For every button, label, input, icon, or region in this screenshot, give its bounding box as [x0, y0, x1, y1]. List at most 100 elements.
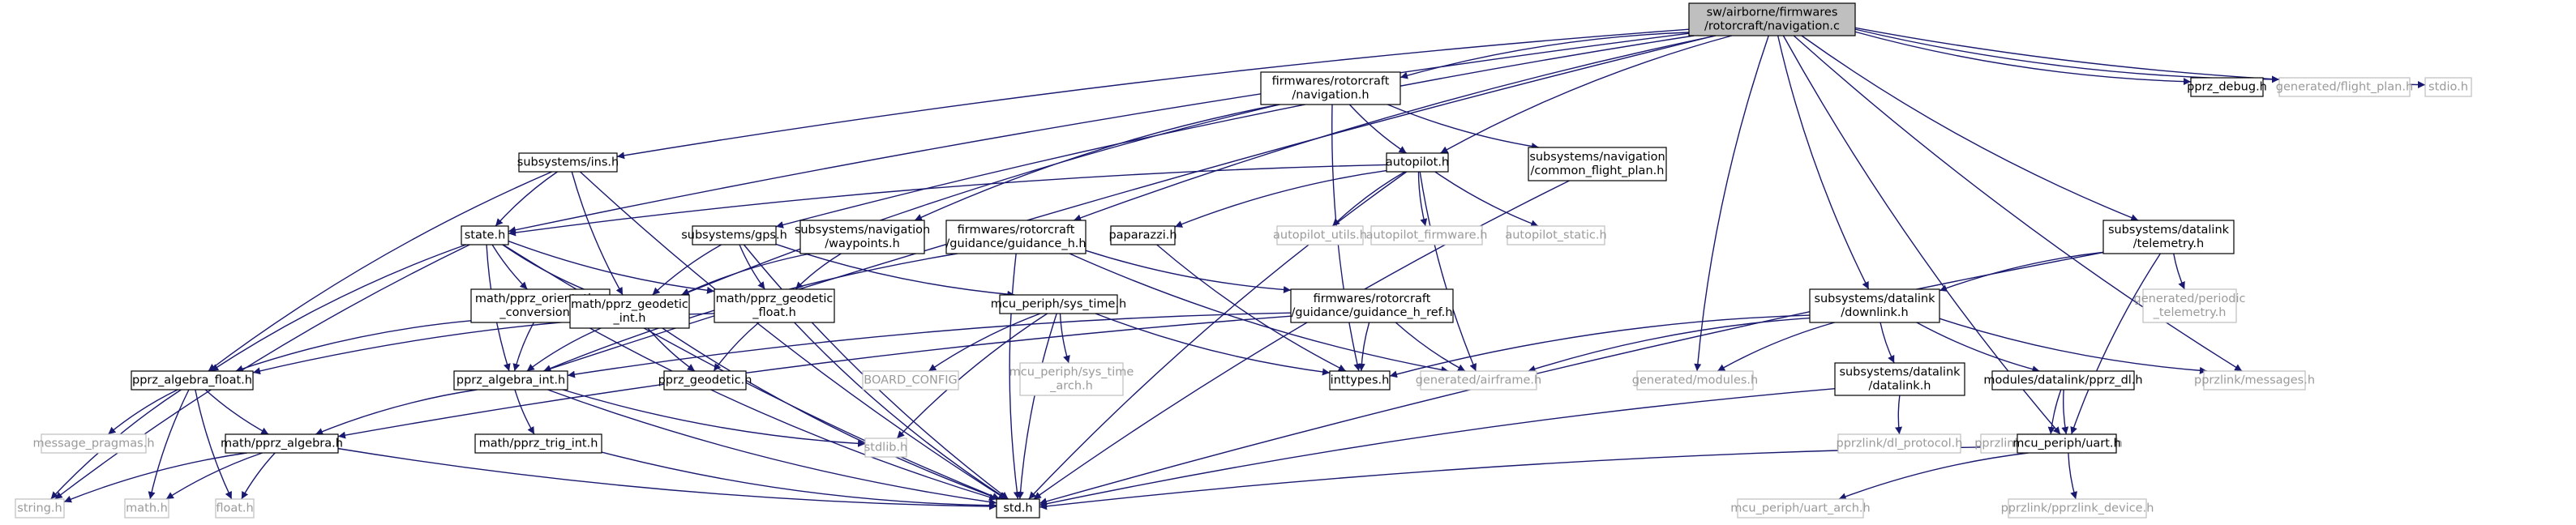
node-guidance_h_ref[interactable]: firmwares/rotorcraft/guidance/guidance_h…	[1290, 288, 1454, 323]
edge-pprz_dl-to-uart	[2061, 389, 2069, 435]
node-box	[663, 370, 747, 391]
edge-autopilot-to-ap_static	[1434, 171, 1539, 227]
node-box	[1837, 433, 1961, 454]
node-box	[1329, 370, 1391, 391]
node-inttypes[interactable]: inttypes.h	[1329, 370, 1391, 391]
node-sys_time[interactable]: mcu_periph/sys_time.h	[991, 294, 1126, 314]
edge-orient-to-alg_float	[235, 320, 472, 373]
edge-sys_time-to-stdlib	[896, 313, 1048, 439]
node-alg[interactable]: math/pprz_algebra.h	[221, 433, 343, 454]
node-paparazzi[interactable]: paparazzi.h	[1108, 225, 1177, 245]
node-ap_fw[interactable]: autopilot_firmware.h	[1366, 225, 1488, 245]
node-label: /telemetry.h	[2133, 237, 2204, 250]
edge-downlink-to-pprz_dl	[1916, 322, 2040, 373]
node-guidance_h[interactable]: firmwares/rotorcraft/guidance/guidance_h…	[945, 220, 1087, 254]
node-common_fp[interactable]: subsystems/navigation/common_flight_plan…	[1528, 147, 1667, 181]
node-msg_pragmas[interactable]: message_pragmas.h	[32, 433, 155, 454]
node-label: pprzlink/messages.h	[2194, 374, 2315, 387]
node-ap_utils[interactable]: autopilot_utils.h	[1273, 225, 1367, 245]
node-box	[2190, 77, 2264, 97]
edge-root-to-telemetry	[1801, 35, 2139, 221]
edge-guidance_h-to-std	[1009, 253, 1021, 500]
node-label: mcu_periph/sys_time	[1009, 366, 1134, 379]
edge-alg_float-to-float	[195, 389, 233, 500]
node-periodic_tel[interactable]: generated/periodic_telemetry.h	[2134, 288, 2246, 323]
node-waypoints[interactable]: subsystems/navigation/waypoints.h	[795, 220, 930, 254]
node-flight_plan[interactable]: generated/flight_plan.h	[2276, 77, 2413, 97]
node-label: state.h	[465, 229, 506, 242]
edge-orient-to-alg_int	[512, 322, 534, 372]
node-math[interactable]: math.h	[124, 498, 169, 519]
node-geodetic[interactable]: pprz_geodetic.h	[658, 370, 752, 391]
node-label: pprz_algebra_int.h	[456, 374, 565, 387]
node-label: mcu_periph/uart_arch.h	[1730, 502, 1870, 515]
node-std[interactable]: std.h	[996, 498, 1040, 519]
node-ap_static[interactable]: autopilot_static.h	[1505, 225, 1607, 245]
edge-autopilot-to-ap_utils	[1331, 171, 1406, 227]
node-stdio[interactable]: stdio.h	[2424, 77, 2472, 97]
node-state[interactable]: state.h	[461, 225, 509, 245]
node-label: /datalink.h	[1869, 380, 1931, 393]
edge-ins-to-state	[495, 171, 558, 227]
edge-downlink-to-messages	[1939, 318, 2207, 374]
node-stdlib[interactable]: stdlib.h	[864, 438, 908, 458]
node-messages[interactable]: pprzlink/messages.h	[2194, 370, 2315, 391]
node-root[interactable]: sw/airborne/firmwares/rotorcraft/navigat…	[1688, 2, 1856, 36]
node-sys_time_arch[interactable]: mcu_periph/sys_time_arch.h	[1009, 362, 1134, 396]
edge-ins-to-geo_int	[571, 171, 624, 296]
node-trig[interactable]: math/pprz_trig_int.h	[474, 433, 602, 454]
node-box	[2008, 498, 2147, 519]
node-box	[864, 438, 907, 458]
edge-downlink-to-modules	[1717, 322, 1835, 372]
node-telemetry[interactable]: subsystems/datalink/telemetry.h	[2102, 220, 2235, 254]
node-label: math/pprz_trig_int.h	[479, 438, 598, 450]
node-dl_protocol[interactable]: pprzlink/dl_protocol.h	[1837, 433, 1963, 454]
node-board_cfg[interactable]: BOARD_CONFIG	[862, 370, 959, 391]
node-modules[interactable]: generated/modules.h	[1632, 370, 1758, 391]
edge-dl_datalink-to-dl_protocol	[1895, 395, 1903, 435]
node-pprz_dl[interactable]: modules/datalink/pprz_dl.h	[1983, 370, 2143, 391]
node-dl_datalink[interactable]: subsystems/datalink/datalink.h	[1834, 362, 1965, 396]
node-box	[1737, 498, 1864, 519]
node-box	[453, 370, 568, 391]
node-uart_arch[interactable]: mcu_periph/uart_arch.h	[1730, 498, 1871, 519]
node-box	[518, 152, 618, 173]
edge-sys_time-to-std	[1016, 313, 1057, 500]
node-label: /navigation.h	[1292, 89, 1369, 102]
edge-root-to-autopilot	[1440, 35, 1733, 154]
node-box	[945, 220, 1087, 254]
node-label: pprzlink/pprzlink_device.h	[2001, 502, 2154, 515]
node-uart[interactable]: mcu_periph/uart.h	[2012, 433, 2121, 454]
node-box	[461, 225, 509, 245]
edge-ins-to-std	[579, 171, 1006, 500]
node-label: autopilot_firmware.h	[1366, 229, 1488, 242]
edge-guidance_h_ref-to-alg	[337, 315, 1292, 439]
node-autopilot[interactable]: autopilot.h	[1386, 152, 1449, 173]
edge-alg_int-to-stdlib	[562, 389, 866, 447]
node-downlink[interactable]: subsystems/datalink/downlink.h	[1809, 288, 1940, 323]
node-box	[692, 225, 777, 245]
edge-downlink-to-dl_datalink	[1879, 322, 1895, 364]
node-string[interactable]: string.h	[15, 498, 65, 519]
node-pprzlink_device[interactable]: pprzlink/pprzlink_device.h	[2001, 498, 2154, 519]
node-geo_float[interactable]: math/pprz_geodetic_float.h	[714, 288, 835, 323]
edge-nav_h-to-autopilot	[1348, 104, 1407, 154]
node-pprz_debug[interactable]: pprz_debug.h	[2187, 77, 2267, 97]
node-ins[interactable]: subsystems/ins.h	[517, 152, 619, 173]
edge-telemetry-to-std	[1039, 251, 2104, 506]
node-geo_int[interactable]: math/pprz_geodetic_int.h	[569, 294, 690, 329]
node-float[interactable]: float.h	[215, 498, 255, 519]
node-nav_h[interactable]: firmwares/rotorcraft/navigation.h	[1260, 71, 1401, 105]
node-box	[41, 433, 147, 454]
node-airframe[interactable]: generated/airframe.h	[1416, 370, 1541, 391]
node-gps[interactable]: subsystems/gps.h	[681, 225, 787, 245]
node-alg_float[interactable]: pprz_algebra_float.h	[131, 370, 254, 391]
node-label: message_pragmas.h	[32, 438, 154, 450]
edge-downlink-to-airframe	[1528, 317, 1811, 373]
node-label: paparazzi.h	[1108, 229, 1177, 242]
node-box	[1636, 370, 1754, 391]
node-alg_int[interactable]: pprz_algebra_int.h	[453, 370, 568, 391]
nodes-layer: sw/airborne/firmwares/rotorcraft/navigat…	[15, 2, 2472, 519]
edge-root-to-stdio	[1854, 27, 2426, 89]
